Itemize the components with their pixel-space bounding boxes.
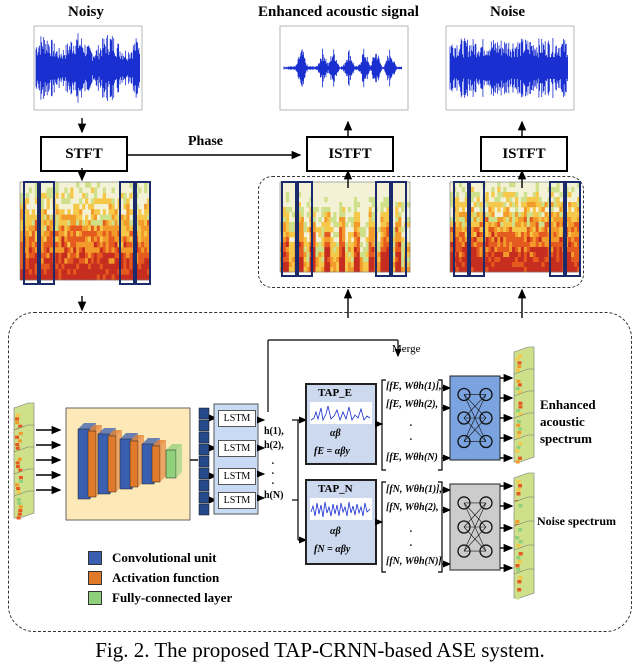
- legend-swatch-convolutional: [88, 551, 102, 565]
- enhanced-feature: .: [410, 418, 413, 429]
- legend-item-convolutional: Convolutional unit: [88, 550, 216, 566]
- h-label: h(2),: [264, 440, 284, 451]
- lstm-cell: LSTM: [218, 468, 256, 485]
- istft-box-enhanced: ISTFT: [306, 136, 394, 172]
- noise-feature: [fΝ, Wθh(2),: [386, 502, 439, 513]
- noise-title: Noise: [490, 4, 525, 20]
- tap-e-formula: fΕ = αβy: [314, 446, 350, 457]
- enhanced-waveform: [279, 25, 409, 111]
- tap-n-title: TAP_N: [318, 483, 353, 495]
- tap-n-formula: fΝ = αβy: [314, 544, 351, 555]
- h-label: .: [272, 456, 275, 467]
- figure-caption: Fig. 2. The proposed TAP-CRNN-based ASE …: [95, 638, 545, 662]
- tap-n-ab: αβ: [330, 526, 341, 537]
- noisy-spectrogram: [19, 181, 151, 285]
- h-label: .: [272, 466, 275, 477]
- istft-label-noise: ISTFT: [502, 145, 546, 162]
- enhanced-feature: [fΕ, Wθh(1)],: [386, 381, 442, 392]
- enhanced-spectrum-label: Enhanced acoustic spectrum: [540, 397, 596, 446]
- istft-box-noise: ISTFT: [480, 136, 568, 172]
- top-arrows: [77, 118, 527, 318]
- noise-feature: [fΝ, Wθh(1)],: [386, 484, 443, 495]
- noisy-waveform: [33, 25, 143, 111]
- lstm-cell: LSTM: [218, 492, 256, 509]
- lstm-cell: LSTM: [218, 440, 256, 457]
- noise-spectrum-label: Noise spectrum: [537, 514, 616, 528]
- noise-waveform: [445, 25, 575, 111]
- tap-e-ab: αβ: [330, 428, 341, 439]
- enhanced-feature: [fΕ, Wθh(N): [386, 452, 438, 463]
- h-label: h(1),: [264, 426, 284, 437]
- legend-item-activation: Activation function: [88, 570, 219, 586]
- h-label: h(N): [264, 490, 284, 501]
- enhanced-spectrogram: [279, 181, 411, 277]
- enhanced-feature: .: [410, 432, 413, 443]
- legend-label: Convolutional unit: [112, 550, 217, 565]
- merge-label: Merge: [392, 343, 421, 355]
- istft-label-enhanced: ISTFT: [328, 145, 372, 162]
- stft-box: STFT: [40, 136, 128, 172]
- h-label: .: [272, 476, 275, 487]
- legend-label: Fully-connected layer: [112, 590, 233, 605]
- tap-e-title: TAP_E: [318, 387, 353, 399]
- phase-label: Phase: [188, 134, 223, 149]
- noise-spectrogram: [449, 181, 581, 277]
- legend-swatch-fully-connected: [88, 591, 102, 605]
- enhanced-noise-spectrogram-group: [258, 176, 584, 288]
- noise-feature: .: [410, 538, 413, 549]
- legend-item-fully-connected: Fully-connected layer: [88, 590, 232, 606]
- stft-label: STFT: [65, 145, 103, 162]
- noise-feature: .: [410, 524, 413, 535]
- legend-swatch-activation: [88, 571, 102, 585]
- legend-label: Activation function: [112, 570, 220, 585]
- enhanced-feature: [fΕ, Wθh(2),: [386, 399, 439, 410]
- model-container: [8, 312, 632, 632]
- noisy-title: Noisy: [68, 4, 104, 20]
- lstm-cell: LSTM: [218, 410, 256, 427]
- model-diagram: [13, 339, 535, 600]
- noise-feature: [fΝ, Wθh(N)]: [386, 556, 442, 567]
- enhanced-signal-title: Enhanced acoustic signal: [258, 4, 419, 20]
